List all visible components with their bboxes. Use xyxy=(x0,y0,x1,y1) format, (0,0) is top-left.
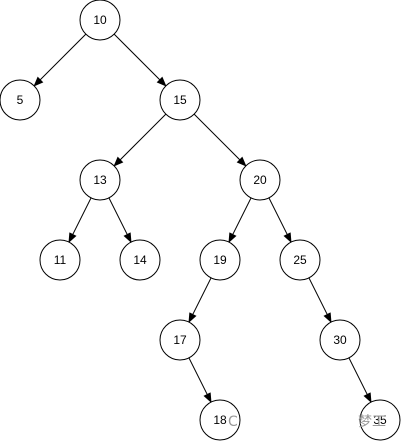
tree-node: 19 xyxy=(199,239,241,281)
edge-arrow xyxy=(268,197,292,244)
node-label: 5 xyxy=(17,93,24,107)
node-label: 11 xyxy=(54,253,67,267)
node-circle xyxy=(279,239,321,281)
node-circle xyxy=(159,319,201,361)
edge-arrow xyxy=(228,197,252,244)
node-label: 20 xyxy=(253,173,267,187)
node-label: 13 xyxy=(93,173,107,187)
tree-node: 30 xyxy=(319,319,361,361)
node-circle xyxy=(199,239,241,281)
node-circle xyxy=(239,159,281,201)
tree-node: 5 xyxy=(0,79,41,121)
node-label: 18 xyxy=(213,413,227,427)
node-circle xyxy=(0,79,41,121)
tree-node: 15 xyxy=(159,79,201,121)
node-label: 10 xyxy=(93,13,107,27)
node-circle xyxy=(79,159,121,201)
edge-arrow xyxy=(188,277,212,324)
node-label: 25 xyxy=(293,253,307,267)
edge-arrow xyxy=(188,357,212,404)
node-label: 17 xyxy=(173,333,187,347)
node-circle xyxy=(159,79,201,121)
tree-node: 10 xyxy=(79,0,121,41)
edges-layer xyxy=(33,33,372,404)
node-circle xyxy=(79,0,121,41)
edge-arrow xyxy=(113,113,167,167)
tree-node: 17 xyxy=(159,319,201,361)
node-circle xyxy=(39,239,81,281)
node-label: 14 xyxy=(133,253,147,267)
node-circle xyxy=(359,399,401,441)
tree-node: 18 xyxy=(199,399,241,441)
tree-node: 20 xyxy=(239,159,281,201)
watermark-glyph: C xyxy=(228,414,238,430)
tree-node: 14 xyxy=(119,239,161,281)
edge-arrow xyxy=(108,197,132,244)
node-label: 19 xyxy=(213,253,227,267)
edge-arrow xyxy=(33,33,87,87)
edge-arrow xyxy=(348,357,372,404)
node-label: 15 xyxy=(173,93,187,107)
node-circle xyxy=(119,239,161,281)
tree-node: 13 xyxy=(79,159,121,201)
tree-node: 35 xyxy=(359,399,401,441)
node-circle xyxy=(319,319,361,361)
node-label: 35 xyxy=(373,413,387,427)
node-label: 30 xyxy=(333,333,347,347)
edge-arrow xyxy=(193,113,247,167)
node-circle xyxy=(199,399,241,441)
tree-node: 11 xyxy=(39,239,81,281)
edge-arrow xyxy=(113,33,167,87)
edge-arrow xyxy=(68,197,92,244)
edge-arrow xyxy=(308,277,332,324)
tree-node: 25 xyxy=(279,239,321,281)
watermark-text: 梦工 xyxy=(358,414,386,430)
